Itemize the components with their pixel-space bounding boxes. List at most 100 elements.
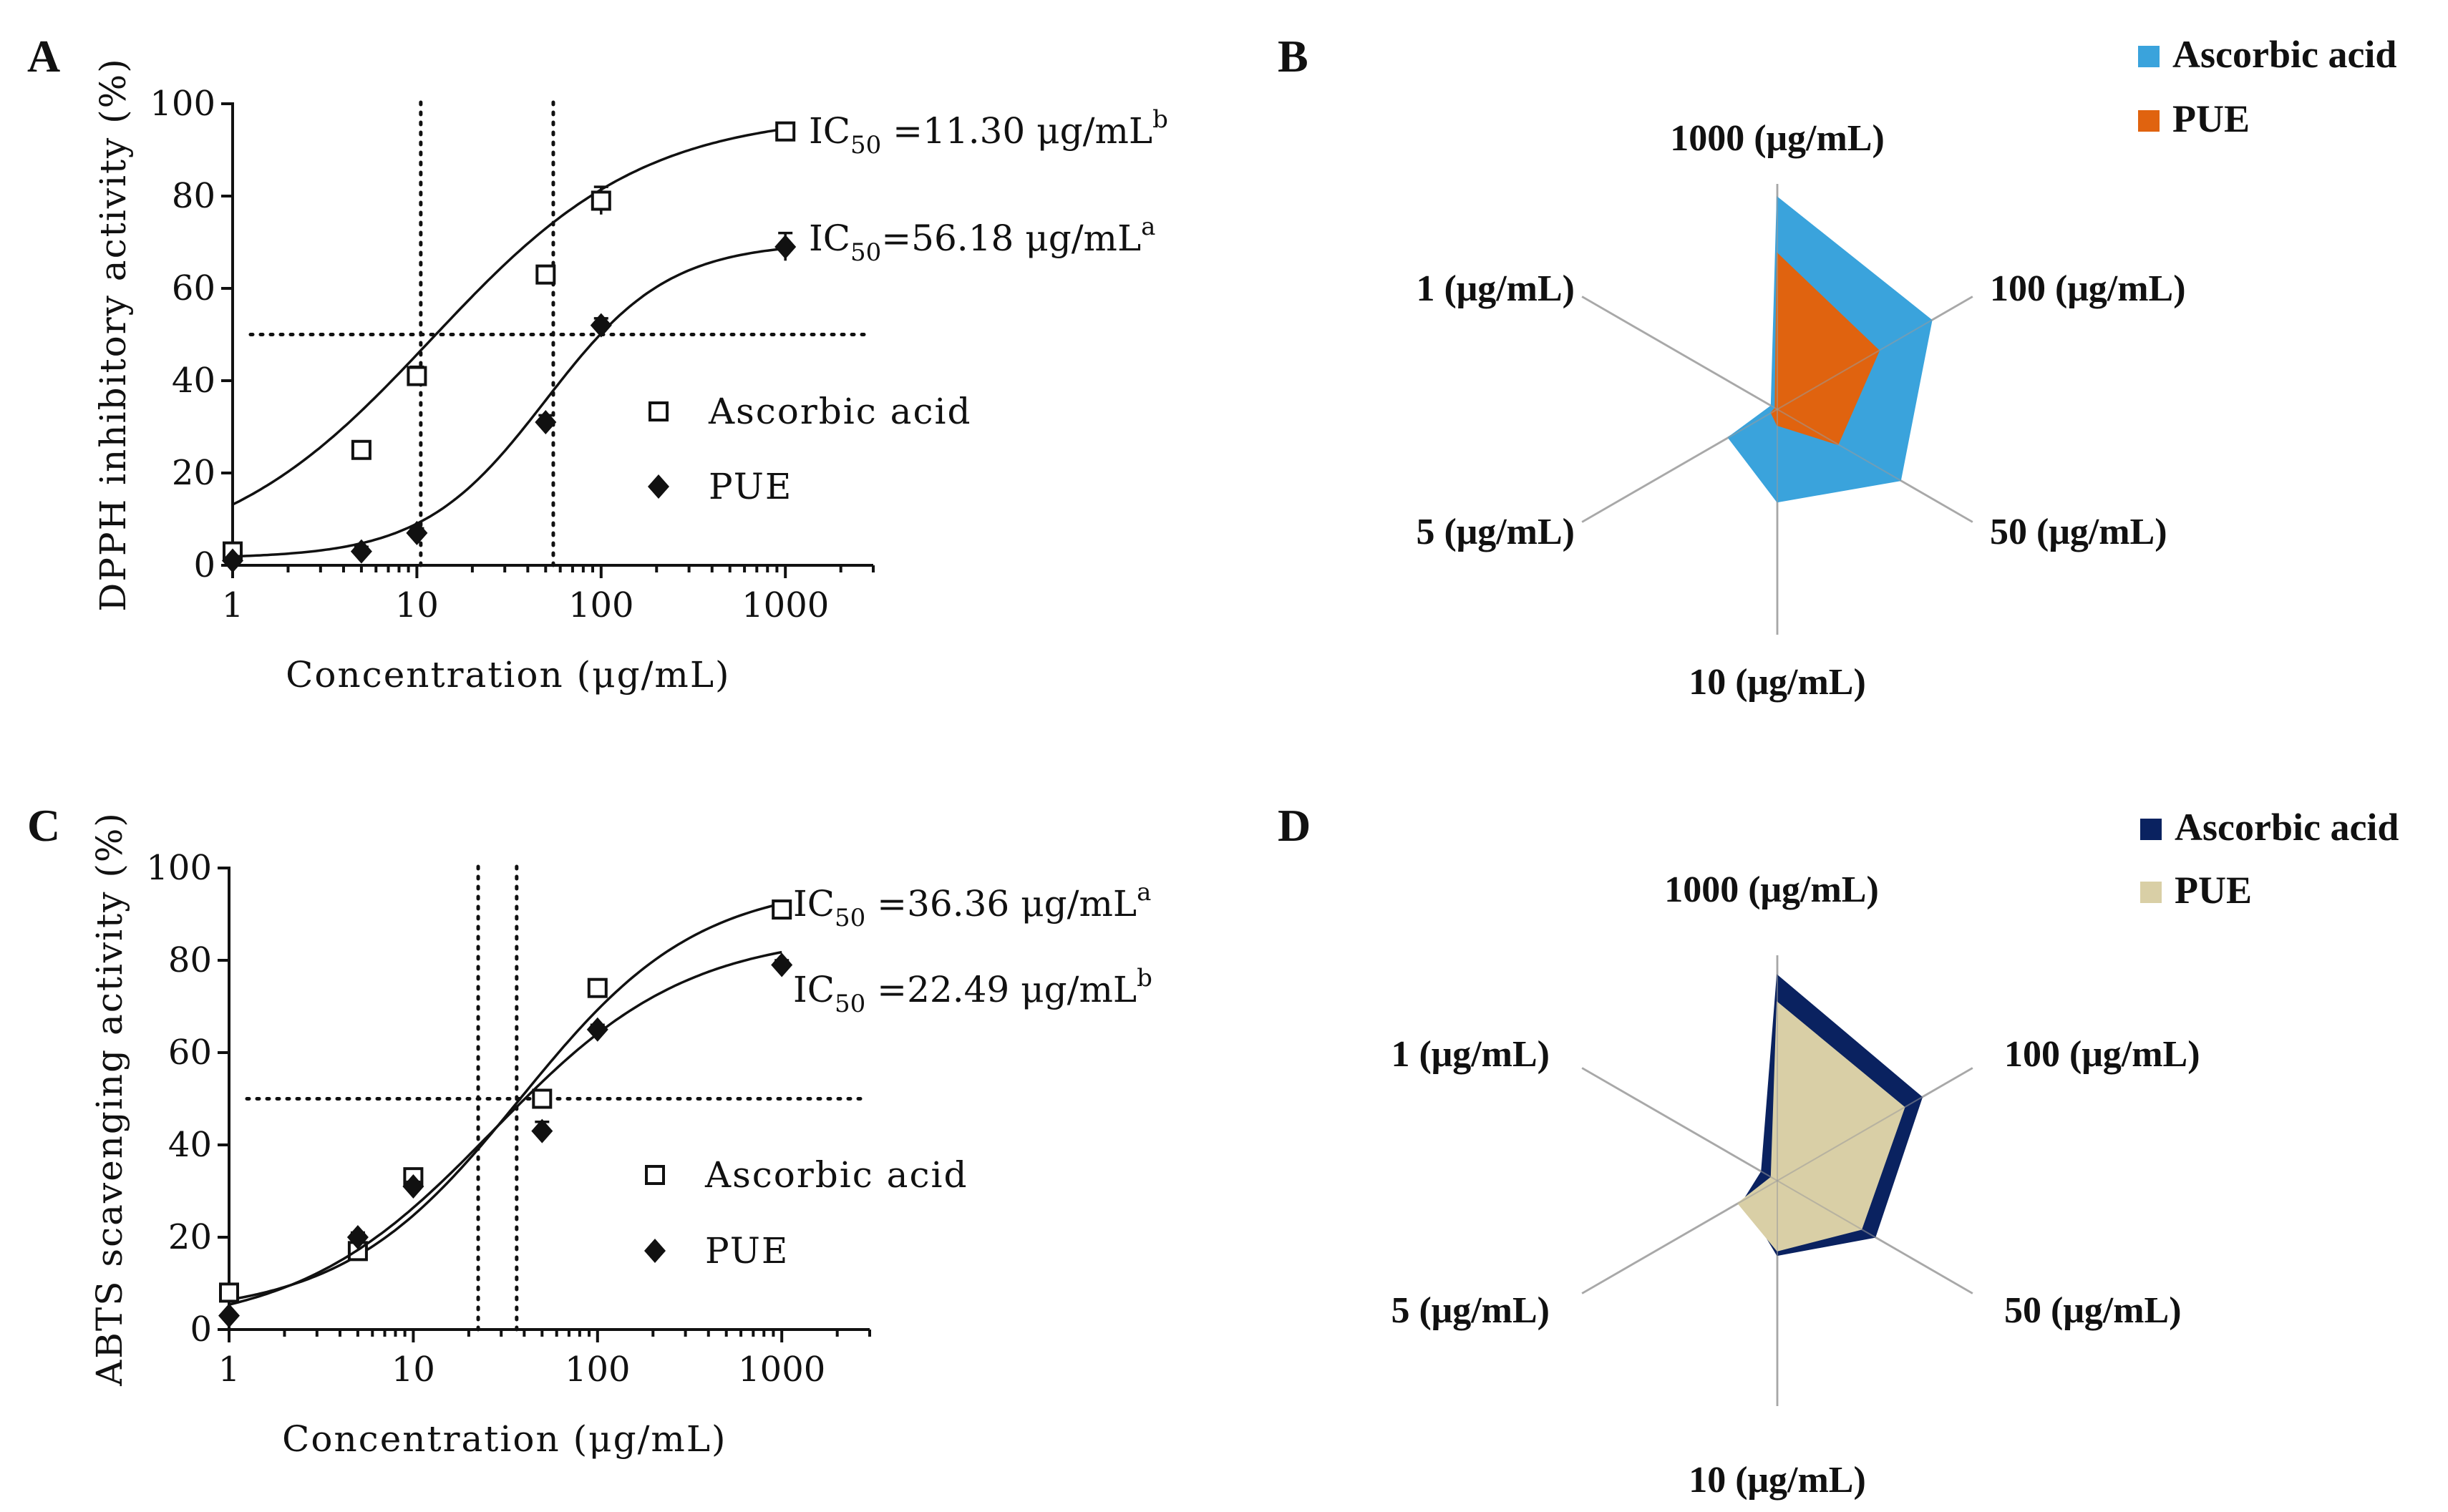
ic50-label: IC50 =22.49 μg/mLb <box>793 964 1152 1018</box>
legend-marker-pue <box>644 1239 666 1263</box>
legend-swatch-ascorbic-acid <box>2138 46 2160 67</box>
radar-axis-label: 1 (μg/mL) <box>1391 1034 1550 1075</box>
y-tick-label: 100 <box>146 848 212 888</box>
y-tick-label: 0 <box>193 545 215 585</box>
legend-marker-ascorbic-acid <box>645 1165 665 1185</box>
radar-axis-label: 10 (μg/mL) <box>1689 1460 1866 1501</box>
legend-swatch-pue <box>2140 882 2162 903</box>
ic50-value: =22.49 μg/mL <box>865 969 1137 1010</box>
x-tick-label: 100 <box>568 585 634 625</box>
x-tick-label: 1 <box>222 585 244 625</box>
radar-axis-label: 1000 (μg/mL) <box>1664 869 1879 910</box>
legend-label: PUE <box>2172 97 2250 140</box>
radar-spoke-overlay <box>1777 296 1973 410</box>
radar-axis-label: 1 (μg/mL) <box>1416 268 1575 309</box>
y-axis-title: ABTS scavenging activity (%) <box>89 811 130 1387</box>
legend-label: PUE <box>705 1230 789 1272</box>
data-point-pue <box>531 1118 553 1143</box>
data-point-ascorbic-acid <box>532 1088 553 1109</box>
data-point-pue <box>590 313 612 338</box>
legend-marker-pue <box>648 474 669 499</box>
x-tick-label: 100 <box>565 1350 631 1390</box>
radar-spoke-overlay <box>1777 409 1973 523</box>
fit-curve-pue <box>228 950 782 1306</box>
ic50-value: =11.30 μg/mL <box>881 110 1152 152</box>
y-tick-label: 20 <box>172 453 215 493</box>
x-tick-label: 1000 <box>742 585 829 625</box>
legend-label: Ascorbic acid <box>2172 33 2396 76</box>
ic50-superscript: a <box>1137 878 1151 907</box>
legend-label: Ascorbic acid <box>704 1154 968 1196</box>
ic50-prefix: IC <box>809 218 850 259</box>
data-point-pue <box>222 548 243 573</box>
x-tick-label: 10 <box>392 1350 435 1390</box>
y-tick-label: 60 <box>172 268 215 308</box>
ic50-superscript: b <box>1137 964 1152 992</box>
x-axis-title: Concentration (μg/mL) <box>282 1418 727 1460</box>
fit-curve-ascorbic-acid <box>232 127 786 506</box>
ic50-prefix: IC <box>809 110 850 152</box>
panel-letter-b: B <box>1278 31 1308 82</box>
ic50-prefix: IC <box>793 883 835 925</box>
data-point-ascorbic-acid <box>591 190 611 211</box>
y-tick-label: 20 <box>168 1217 212 1257</box>
data-point-ascorbic-acid <box>535 264 556 285</box>
ic50-subscript: 50 <box>850 131 881 160</box>
y-tick-label: 80 <box>172 176 215 216</box>
data-point-pue <box>406 520 428 545</box>
legend-swatch-pue <box>2138 110 2160 132</box>
fit-curve-ascorbic-acid <box>228 902 782 1302</box>
data-point-ascorbic-acid <box>407 366 427 386</box>
data-point-ascorbic-acid <box>772 899 792 920</box>
legend-label: Ascorbic acid <box>708 391 971 432</box>
chart-panel-b: 1000 (μg/mL) 100 (μg/mL) 50 (μg/mL) 10 (μg/… <box>1416 33 2396 703</box>
x-axis-title: Concentration (μg/mL) <box>286 654 730 696</box>
data-point-ascorbic-acid <box>351 439 371 460</box>
y-tick-label: 60 <box>168 1033 212 1073</box>
radar-axis-label: 100 (μg/mL) <box>1990 268 2186 309</box>
data-point-pue <box>350 539 372 564</box>
ic50-label: IC50 =11.30 μg/mLb <box>809 105 1168 160</box>
radar-axis-label: 10 (μg/mL) <box>1689 662 1866 703</box>
panel-letter-a: A <box>27 31 60 82</box>
data-point-pue <box>774 234 797 259</box>
data-point-ascorbic-acid <box>587 977 608 998</box>
data-point-pue <box>346 1225 369 1249</box>
radar-axis-label: 1000 (μg/mL) <box>1670 118 1885 159</box>
fit-curve-pue <box>232 247 786 558</box>
x-tick-label: 1 <box>218 1350 241 1390</box>
radar-axis-label: 50 (μg/mL) <box>2004 1290 2182 1331</box>
x-tick-label: 10 <box>395 585 439 625</box>
panel-letter-c: C <box>27 800 60 851</box>
ic50-subscript: 50 <box>835 904 865 932</box>
data-point-pue <box>402 1174 424 1199</box>
radar-spoke-overlay <box>1777 1180 1973 1294</box>
radar-spoke-overlay <box>1581 1067 1778 1181</box>
data-point-ascorbic-acid <box>775 121 796 142</box>
data-point-pue <box>771 952 793 977</box>
radar-spoke-overlay <box>1581 409 1778 523</box>
x-tick-label: 1000 <box>738 1350 825 1390</box>
ic50-value: =36.36 μg/mL <box>865 883 1137 925</box>
radar-axis-label: 100 (μg/mL) <box>2004 1034 2200 1075</box>
legend-marker-ascorbic-acid <box>649 401 669 421</box>
y-tick-label: 40 <box>168 1125 212 1165</box>
chart-panel-d: 1000 (μg/mL) 100 (μg/mL) 50 (μg/mL) 10 (μg/… <box>1391 806 2399 1501</box>
legend-label: Ascorbic acid <box>2175 806 2399 849</box>
y-tick-label: 40 <box>172 361 215 401</box>
radar-spoke-overlay <box>1777 1067 1973 1181</box>
ic50-superscript: b <box>1152 105 1168 134</box>
ic50-subscript: 50 <box>835 990 865 1018</box>
legend-label: PUE <box>2175 869 2252 912</box>
radar-spoke-overlay <box>1581 296 1778 410</box>
data-point-pue <box>218 1303 240 1328</box>
ic50-value: =56.18 μg/mL <box>881 218 1141 259</box>
ic50-subscript: 50 <box>850 238 881 267</box>
ic50-label: IC50=56.18 μg/mLa <box>809 213 1155 267</box>
radar-axis-label: 50 (μg/mL) <box>1990 512 2167 552</box>
data-point-pue <box>535 410 557 435</box>
legend-label: PUE <box>709 466 792 507</box>
